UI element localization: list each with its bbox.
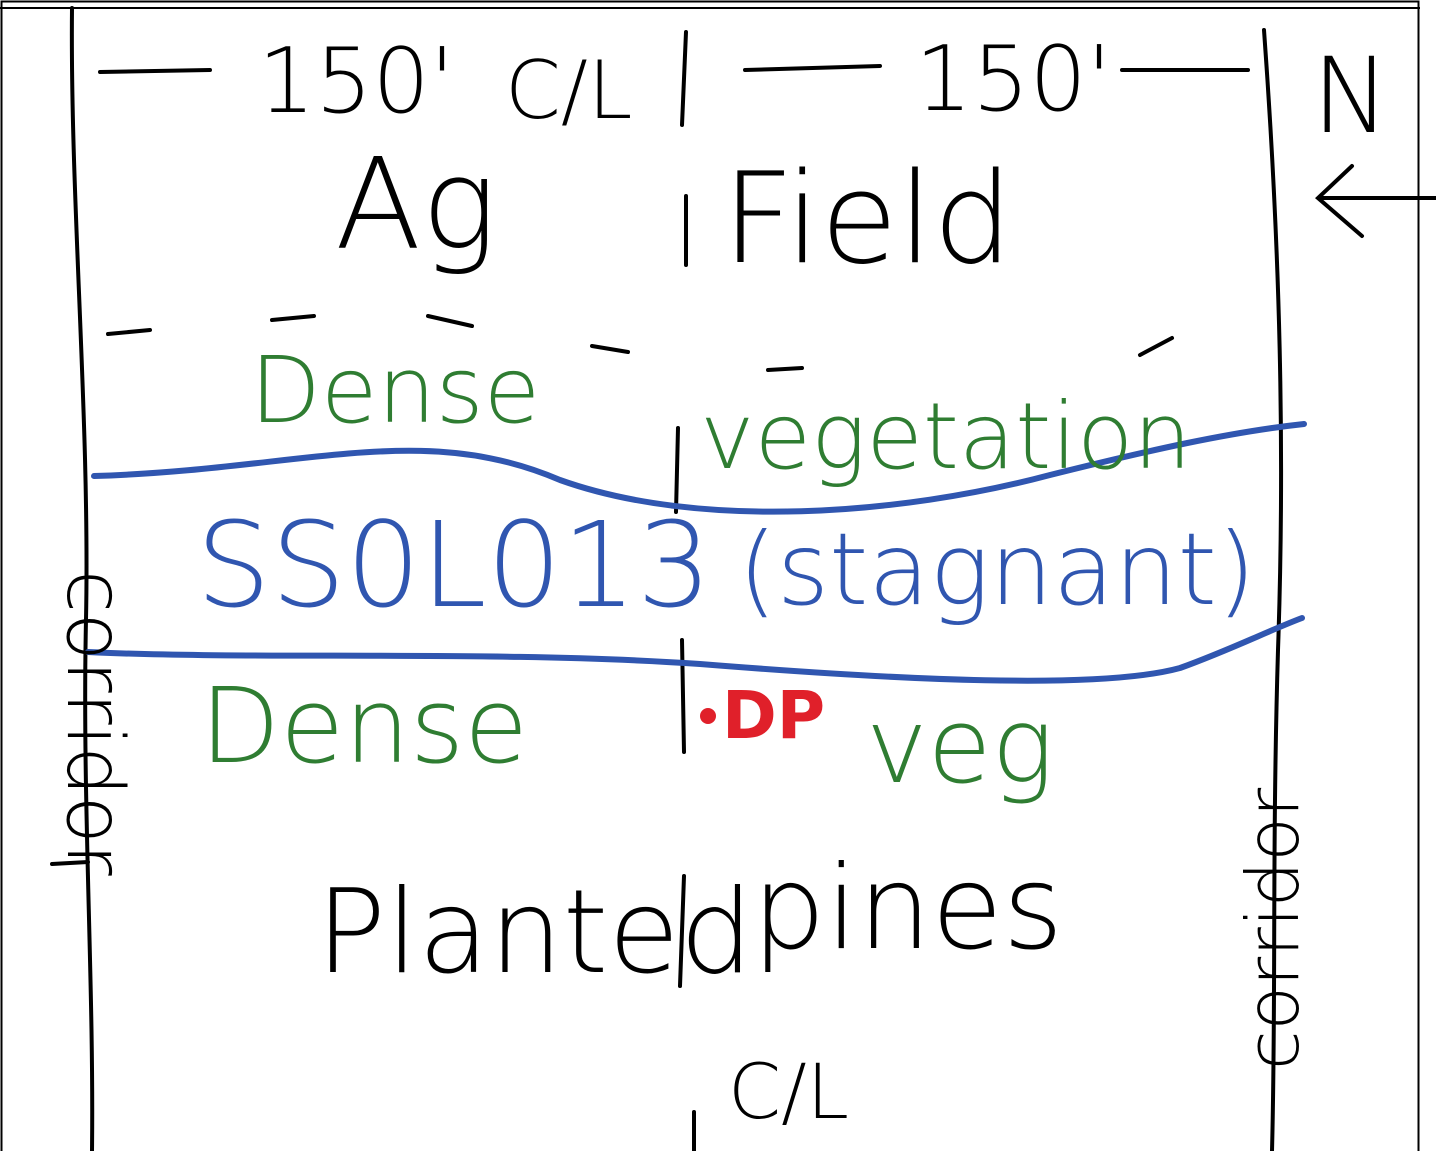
right-corridor-label: corridor bbox=[1231, 787, 1315, 1070]
dense-vegetation-label-dense: Dense bbox=[250, 337, 540, 444]
top-right-dimension: 150' bbox=[915, 27, 1112, 132]
right-corridor-boundary bbox=[1262, 28, 1284, 1151]
centerline-veg bbox=[674, 426, 680, 514]
ag-field-label-ag: Ag bbox=[335, 131, 497, 278]
centerline-label-top: C/L bbox=[505, 44, 632, 137]
field-edge-dashes bbox=[106, 314, 1174, 372]
centerline-dense bbox=[680, 638, 686, 754]
stream-south-bank bbox=[85, 615, 1305, 684]
left-corridor-boundary bbox=[69, 6, 95, 1151]
planted-pines-label-pines: pines bbox=[752, 841, 1063, 976]
dense-veg-label-dense: Dense bbox=[200, 665, 528, 787]
dp-point-marker bbox=[700, 708, 716, 724]
planted-pines-label-planted: Planted bbox=[316, 865, 753, 1000]
left-corridor-tick bbox=[50, 860, 90, 866]
left-corridor-label: corridor bbox=[49, 570, 139, 876]
dense-vegetation-label-vegetation: vegetation bbox=[700, 383, 1192, 490]
ag-field-label-field: Field bbox=[722, 145, 1013, 292]
dense-veg-label-veg: veg bbox=[866, 685, 1054, 807]
centerline-top bbox=[680, 30, 688, 127]
stream-condition-label: (stagnant) bbox=[738, 511, 1256, 628]
north-label: N bbox=[1312, 35, 1390, 157]
stream-north-bank bbox=[91, 421, 1307, 515]
centerline-label-bottom: C/L bbox=[728, 1047, 849, 1136]
dim-dash-1 bbox=[98, 68, 212, 74]
stream-id-label: SS0L013 bbox=[196, 496, 712, 634]
dim-dash-2 bbox=[743, 64, 882, 72]
top-left-dimension: 150' bbox=[258, 29, 455, 134]
centerline-pines bbox=[678, 874, 686, 988]
north-arrow-icon bbox=[1315, 164, 1436, 238]
dp-label: DP bbox=[722, 677, 825, 754]
